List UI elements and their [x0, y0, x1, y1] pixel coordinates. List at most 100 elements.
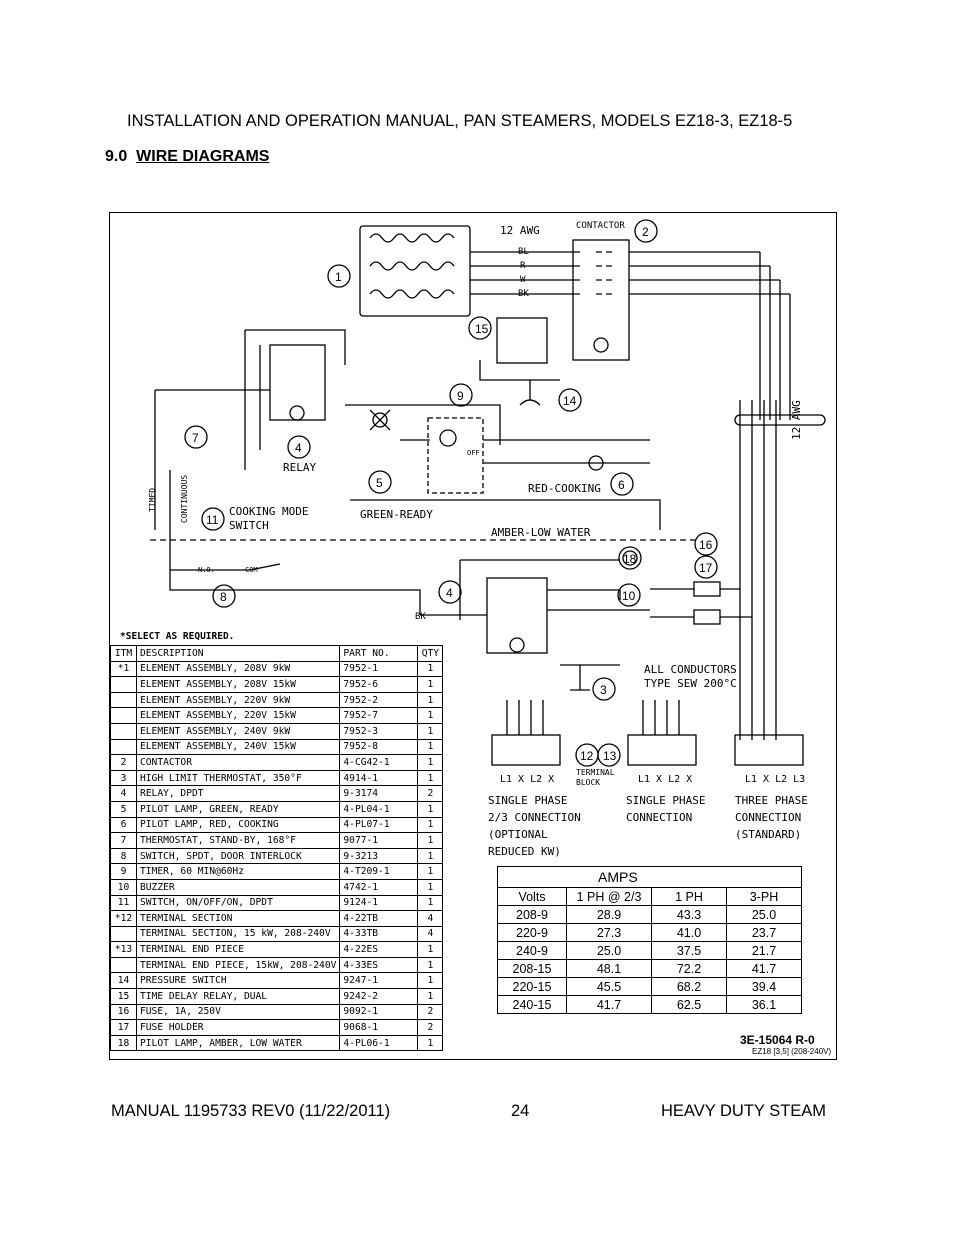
- parts-cell: ELEMENT ASSEMBLY, 240V 15kW: [135, 738, 341, 756]
- parts-cell: 1: [417, 738, 444, 756]
- parts-cell: [110, 722, 137, 740]
- svg-text:17: 17: [699, 561, 713, 575]
- parts-cell: TERMINAL END PIECE, 15kW, 208-240V: [135, 956, 341, 974]
- label-wire-bk: BK: [518, 289, 529, 299]
- label-no: N.O.: [198, 566, 215, 574]
- parts-cell: FUSE, 1A, 250V: [135, 1003, 341, 1021]
- parts-cell: 2: [417, 1003, 444, 1021]
- svg-text:9: 9: [457, 389, 464, 403]
- parts-cell: [110, 925, 137, 943]
- parts-cell: 7952-3: [339, 722, 419, 740]
- amps-cell: 208-15: [497, 959, 567, 978]
- parts-cell: SWITCH, SPDT, DOOR INTERLOCK: [135, 847, 341, 865]
- parts-cell: TERMINAL END PIECE: [135, 941, 341, 958]
- label-single-phase-23: SINGLE PHASE 2/3 CONNECTION (OPTIONAL RE…: [488, 794, 581, 858]
- svg-text:16: 16: [699, 538, 713, 552]
- label-continuous: CONTINUOUS: [180, 474, 189, 523]
- label-single-phase: SINGLE PHASE CONNECTION: [626, 794, 706, 824]
- parts-cell: 4-PL04-1: [339, 800, 419, 818]
- label-cooking-mode-switch: COOKING MODE SWITCH: [229, 505, 309, 532]
- amps-header-cell: 1 PH: [651, 887, 727, 906]
- parts-cell: 4: [417, 925, 444, 943]
- label-wire-r: R: [520, 261, 526, 271]
- parts-cell: 1: [417, 878, 444, 896]
- label-l1xl2l3: L1 X L2 L3: [745, 774, 806, 785]
- parts-cell: 2: [417, 785, 444, 802]
- amps-cell: 208-9: [497, 905, 567, 924]
- label-terminal-block: TERMINAL BLOCK: [576, 768, 615, 787]
- parts-cell: 9247-1: [339, 972, 419, 990]
- parts-cell: THERMOSTAT, STAND-BY, 168°F: [135, 832, 341, 849]
- label-wire-w: W: [520, 275, 526, 285]
- parts-cell: PRESSURE SWITCH: [135, 972, 341, 990]
- svg-text:5: 5: [376, 476, 383, 490]
- parts-cell: [110, 738, 137, 756]
- parts-cell: 1: [417, 707, 444, 724]
- amps-cell: 220-9: [497, 923, 567, 942]
- parts-cell: 9242-2: [339, 988, 419, 1005]
- parts-cell: 1: [417, 691, 444, 709]
- section-heading: 9.0 WIRE DIAGRAMS: [105, 148, 269, 166]
- parts-cell: 7952-2: [339, 691, 419, 709]
- amps-cell: 25.0: [726, 905, 802, 924]
- parts-cell: 1: [417, 769, 444, 787]
- label-awg-side: 12 AWG: [790, 400, 803, 440]
- label-three-phase: THREE PHASE CONNECTION (STANDARD): [735, 794, 808, 841]
- parts-cell: *12: [110, 910, 137, 927]
- parts-cell: [110, 691, 137, 709]
- label-relay: RELAY: [283, 461, 317, 474]
- label-green-ready: GREEN-READY: [360, 508, 433, 521]
- svg-text:14: 14: [563, 394, 577, 408]
- parts-cell: 1: [417, 863, 444, 880]
- parts-cell: TIME DELAY RELAY, DUAL: [135, 988, 341, 1005]
- select-note: *SELECT AS REQUIRED.: [120, 631, 235, 642]
- label-all-conductors: ALL CONDUCTORS TYPE SEW 200°C: [644, 663, 737, 690]
- parts-cell: 10: [110, 878, 137, 896]
- parts-cell: PILOT LAMP, AMBER, LOW WATER: [135, 1034, 341, 1052]
- parts-cell: TIMER, 60 MIN@60Hz: [135, 863, 341, 880]
- parts-cell: 4-CG42-1: [339, 754, 419, 771]
- parts-cell: RELAY, DPDT: [135, 785, 341, 802]
- label-red-cooking: RED-COOKING: [528, 482, 601, 495]
- amps-header-cell: 1 PH @ 2/3: [566, 887, 652, 906]
- parts-cell: 7: [110, 832, 137, 849]
- svg-text:13: 13: [603, 749, 617, 763]
- svg-text:4: 4: [295, 441, 302, 455]
- parts-cell: 7952-7: [339, 707, 419, 724]
- parts-header-cell: DESCRIPTION: [135, 645, 341, 662]
- svg-text:15: 15: [475, 322, 489, 336]
- parts-cell: 16: [110, 1003, 137, 1021]
- amps-cell: 68.2: [651, 977, 727, 996]
- svg-text:2: 2: [642, 225, 649, 239]
- parts-header-cell: ITM: [110, 645, 137, 662]
- amps-cell: 39.4: [726, 977, 802, 996]
- drawing-number: 3E-15064 R-0: [740, 1033, 815, 1047]
- amps-cell: 240-9: [497, 941, 567, 960]
- parts-cell: 1: [417, 1034, 444, 1052]
- parts-cell: 1: [417, 956, 444, 974]
- label-amber-low-water: AMBER-LOW WATER: [491, 526, 591, 539]
- parts-cell: [110, 707, 137, 724]
- parts-cell: 9077-1: [339, 832, 419, 849]
- parts-cell: [110, 956, 137, 974]
- amps-title: AMPS: [497, 866, 802, 888]
- parts-cell: 1: [417, 972, 444, 990]
- parts-cell: 9092-1: [339, 1003, 419, 1021]
